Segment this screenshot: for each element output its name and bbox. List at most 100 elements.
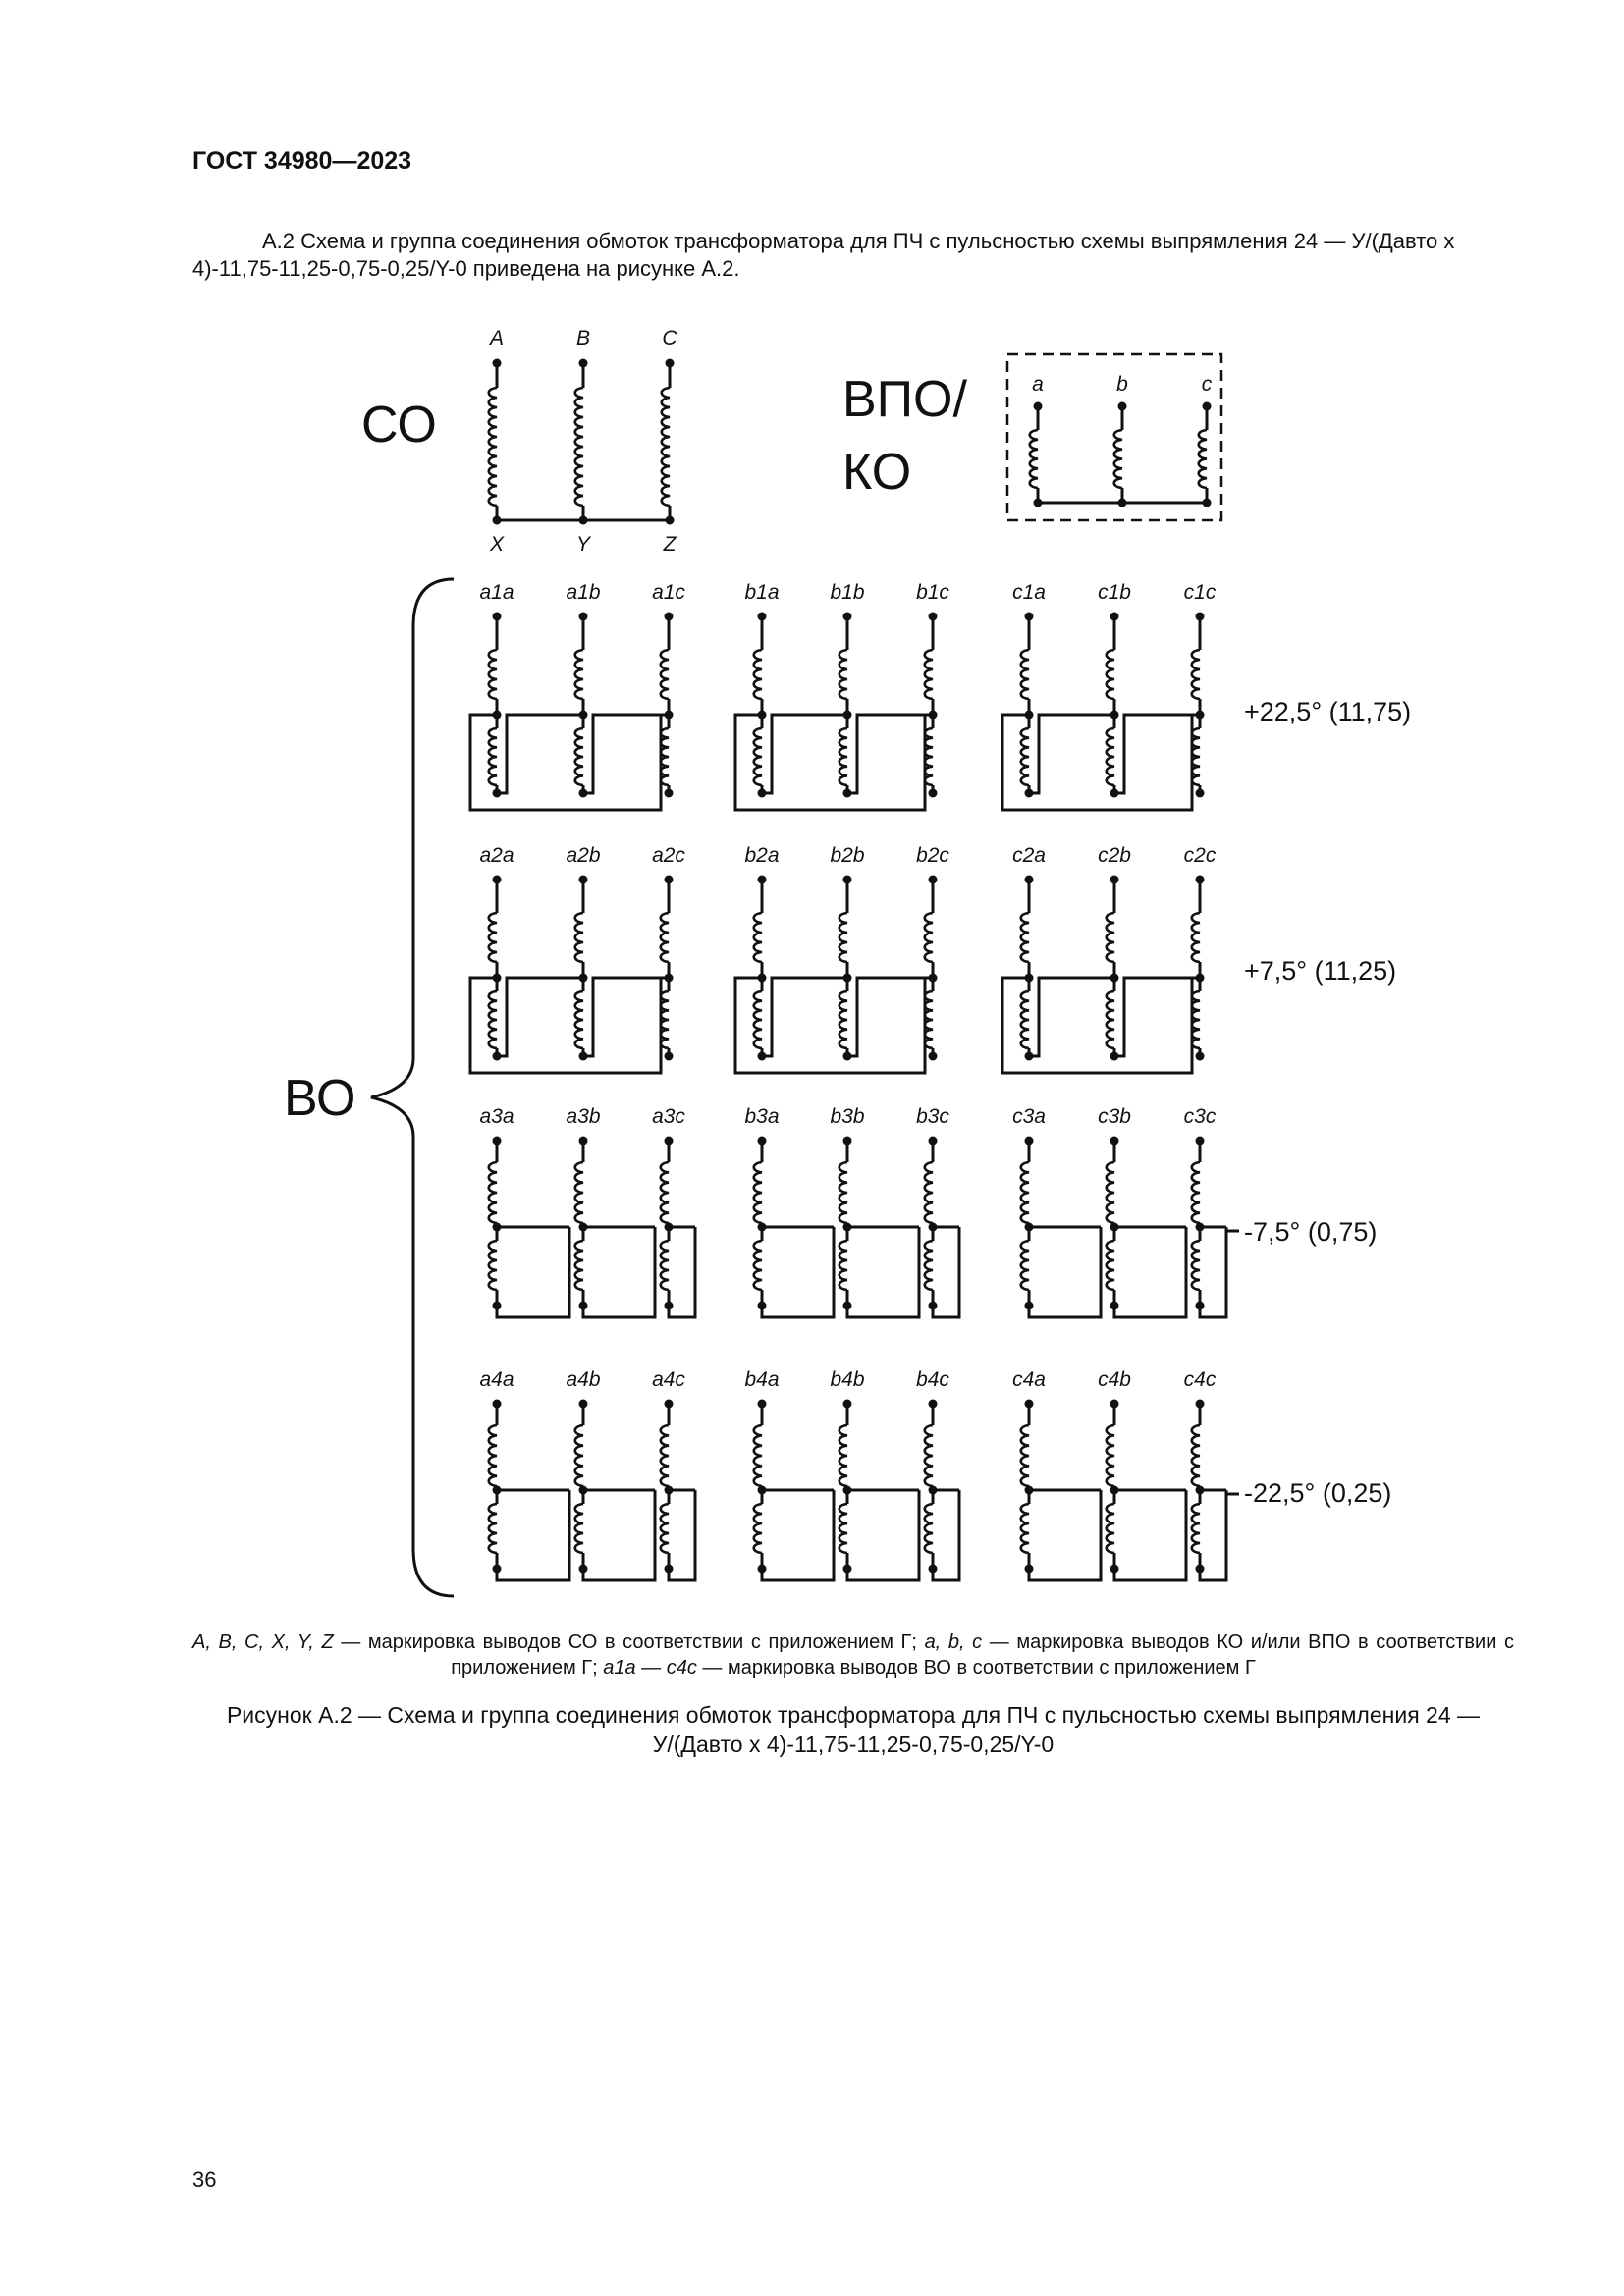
vo-terminal-label: b4a: [744, 1368, 779, 1391]
vo-winding-coil: [573, 1502, 584, 1555]
co-terminal-label: B: [576, 327, 590, 349]
vo-terminal-label: c3a: [1012, 1105, 1046, 1128]
vo-winding-coil: [1019, 1160, 1030, 1225]
co-terminal-label: Y: [576, 533, 592, 556]
vo-delta-connection: [873, 1490, 921, 1582]
vo-winding-coil: [487, 1239, 498, 1292]
vo-winding-coil: [1019, 648, 1030, 701]
vo-terminal-label: b1a: [744, 581, 779, 604]
vo-winding-coil: [838, 1160, 848, 1225]
vo-winding-coil: [752, 911, 763, 964]
vo-winding-coil: [659, 726, 670, 787]
vo-winding-coil: [659, 1239, 670, 1292]
legend-ko-terminals: a, b, c: [924, 1631, 983, 1653]
vo-delta-connection: [693, 1227, 697, 1319]
vo-terminal-label: c2c: [1184, 844, 1217, 867]
vo-terminal-label: a3b: [566, 1105, 600, 1128]
vo-delta-link: [1114, 976, 1200, 1058]
angle-label-row3: -7,5° (0,75): [1244, 1217, 1377, 1247]
vo-end-dot: [664, 788, 674, 798]
vo-winding-coil: [838, 911, 848, 964]
vo-end-dot: [928, 788, 938, 798]
vo-delta-link: [1112, 1569, 1140, 1582]
vo-delta-link: [931, 1306, 958, 1319]
vo-terminal-label: a3a: [479, 1105, 514, 1128]
vo-delta-connection: [957, 1490, 961, 1582]
vo-delta-link: [1027, 1306, 1055, 1319]
vo-winding-coil: [1190, 726, 1201, 787]
vo-winding-coil: [1105, 989, 1115, 1050]
vo-winding-coil: [752, 1502, 763, 1555]
vo-winding-coil: [573, 911, 584, 964]
vo-winding-coil: [1019, 911, 1030, 964]
co-terminal-label: Z: [663, 533, 677, 556]
vo-delta-link: [760, 1306, 787, 1319]
vo-delta-connection: [1224, 1227, 1228, 1319]
vo-delta-link: [762, 976, 847, 1058]
vo-terminal-label: c1b: [1098, 581, 1131, 604]
vo-end-dot: [1195, 788, 1205, 798]
co-label: СО: [361, 397, 437, 454]
vo-delta-connection: [609, 1227, 657, 1319]
vo-terminal-label: b2c: [916, 844, 949, 867]
vo-winding-coil: [487, 1502, 498, 1555]
vo-winding-coil: [1190, 1160, 1201, 1225]
legend-co-terminals: A, B, C, X, Y, Z: [192, 1631, 334, 1653]
vo-winding-coil: [838, 726, 848, 787]
vo-delta-link: [845, 1306, 873, 1319]
vo-winding-coil: [923, 989, 934, 1050]
vpo-winding-coil: [1197, 428, 1208, 490]
legend-text-1: — маркировка выводов СО в соответствии с…: [333, 1631, 925, 1653]
angle-label-row2: +7,5° (11,25): [1244, 956, 1396, 986]
vo-delta-connection: [1055, 1490, 1103, 1582]
vo-delta-connection: [1055, 1227, 1103, 1319]
legend-vo-terminals: a1a — c4c: [603, 1657, 697, 1679]
vo-end-dot: [928, 1051, 938, 1061]
vpo-winding-coil: [1028, 428, 1039, 490]
vo-delta-link: [762, 713, 847, 795]
vo-winding-coil: [659, 1423, 670, 1488]
vo-winding-coil: [923, 1160, 934, 1225]
vo-winding-coil: [752, 1160, 763, 1225]
vpo-label-line2: КО: [842, 444, 911, 501]
vo-winding-coil: [1105, 1502, 1115, 1555]
vo-terminal-label: a3c: [652, 1105, 685, 1128]
vo-terminal-label: c3c: [1184, 1105, 1217, 1128]
vo-winding-coil: [659, 1160, 670, 1225]
vo-winding-coil: [487, 648, 498, 701]
vo-delta-connection: [609, 1490, 657, 1582]
vo-terminal-label: c1a: [1012, 581, 1046, 604]
vo-winding-coil: [1105, 1423, 1115, 1488]
vo-winding-coil: [1019, 1423, 1030, 1488]
vo-terminal-label: b2a: [744, 844, 779, 867]
vo-delta-connection: [957, 1227, 961, 1319]
vo-delta-link: [495, 1569, 522, 1582]
vo-terminal-label: c2b: [1098, 844, 1131, 867]
vo-delta-link: [495, 1306, 522, 1319]
vo-brace: [370, 577, 455, 1598]
vo-terminal-label: c4b: [1098, 1368, 1131, 1391]
vo-winding-coil: [487, 726, 498, 787]
vo-winding-coil: [923, 1423, 934, 1488]
vo-delta-link: [497, 976, 583, 1058]
document-header: ГОСТ 34980—2023: [192, 147, 412, 175]
figure-legend: A, B, C, X, Y, Z — маркировка выводов СО…: [192, 1629, 1514, 1681]
vo-terminal-label: a2c: [652, 844, 685, 867]
vo-winding-coil: [752, 989, 763, 1050]
vo-delta-link: [1027, 1569, 1055, 1582]
vo-delta-link: [581, 1306, 609, 1319]
co-winding-coil: [573, 386, 584, 507]
vo-terminal-label: b2b: [830, 844, 864, 867]
vo-winding-coil: [838, 648, 848, 701]
vo-winding-coil: [573, 648, 584, 701]
vo-delta-connection: [522, 1490, 571, 1582]
vo-winding-coil: [752, 726, 763, 787]
vo-winding-coil: [1190, 1502, 1201, 1555]
vo-winding-coil: [659, 1502, 670, 1555]
vo-winding-coil: [1019, 1502, 1030, 1555]
vo-winding-coil: [838, 1239, 848, 1292]
vo-terminal-label: a1b: [566, 581, 600, 604]
vo-delta-link: [581, 1569, 609, 1582]
vo-terminal-label: c4a: [1012, 1368, 1046, 1391]
